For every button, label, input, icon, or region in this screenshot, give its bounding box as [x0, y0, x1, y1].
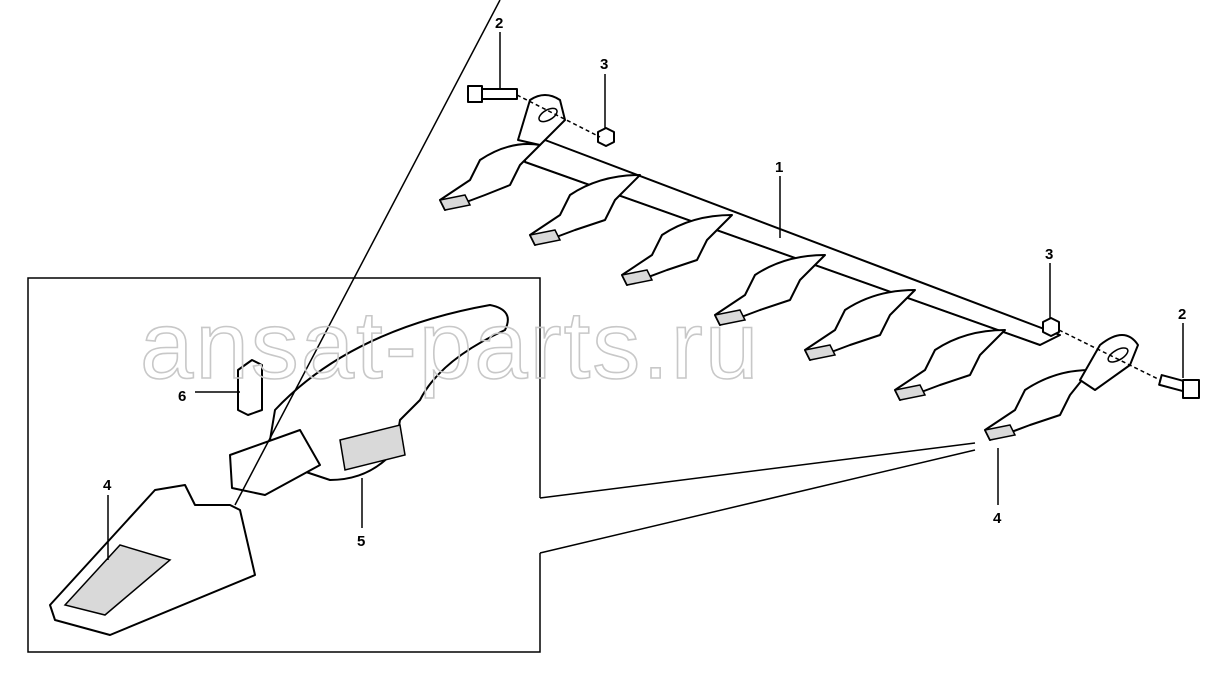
- callout-2-right: 2: [1178, 306, 1186, 323]
- adapter-detail: [269, 304, 509, 481]
- callout-5: 5: [357, 533, 365, 550]
- callout-2-left: 2: [495, 15, 503, 32]
- nut-right: [1042, 317, 1060, 337]
- pin-detail: [237, 359, 263, 416]
- left-side-plate: [517, 94, 566, 146]
- callout-4-inset: 4: [103, 477, 112, 494]
- callout-1: 1: [775, 159, 783, 176]
- callout-3-right: 3: [1045, 246, 1053, 263]
- callout-3-left: 3: [600, 56, 608, 73]
- bolt-right: [1158, 374, 1200, 399]
- bar-teeth: [438, 143, 1091, 441]
- leader-lines: [107, 32, 1184, 560]
- tooth-bar-assembly: [438, 85, 1200, 441]
- watermark: ansat-parts.ru: [140, 292, 760, 399]
- callout-6: 6: [178, 388, 186, 405]
- nut-left: [597, 127, 615, 147]
- bolt-left: [467, 85, 518, 103]
- callout-4-bar: 4: [993, 510, 1002, 527]
- detail-inset: [27, 0, 976, 653]
- right-side-plate: [1079, 334, 1139, 391]
